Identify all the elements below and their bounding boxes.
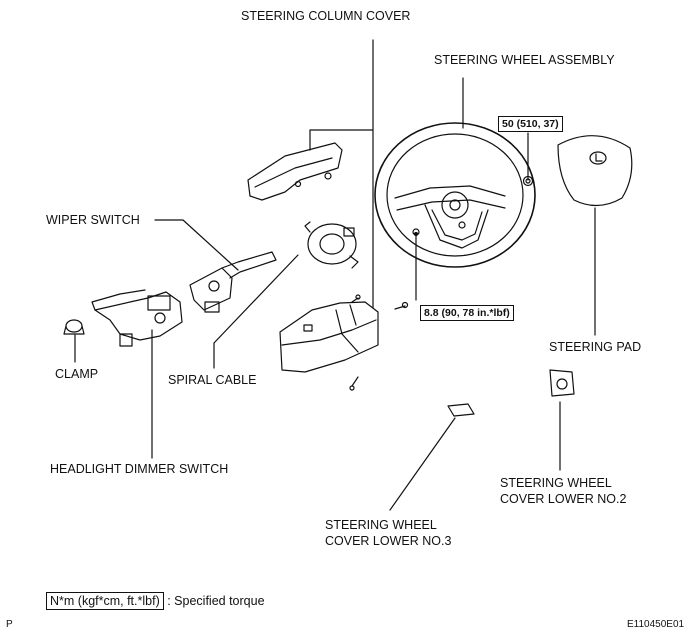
wiper-switch — [189, 251, 277, 313]
torque-box-wheel-nut: 50 (510, 37) — [498, 116, 563, 132]
label-cover-lower-no2-line2: COVER LOWER NO.2 — [500, 492, 627, 506]
torque-box-pad-screws: 8.8 (90, 78 in.*lbf) — [420, 305, 514, 321]
spiral-cable — [304, 221, 359, 269]
steering-wheel-cover-lower-no2 — [549, 369, 575, 397]
legend-unit-box: N*m (kgf*cm, ft.*lbf) — [46, 592, 164, 610]
steering-pad — [557, 135, 633, 207]
clamp — [63, 319, 85, 335]
label-cover-lower-no3-line1: STEERING WHEEL — [325, 518, 437, 532]
steering-column-lower-cover — [279, 294, 409, 391]
label-headlight-dimmer-switch: HEADLIGHT DIMMER SWITCH — [50, 462, 229, 476]
label-clamp: CLAMP — [55, 367, 99, 381]
label-steering-pad: STEERING PAD — [549, 340, 642, 354]
label-steering-wheel-assembly: STEERING WHEEL ASSEMBLY — [434, 53, 615, 67]
figure-id-code: E110450E01 — [627, 619, 685, 630]
leader-lines — [74, 39, 596, 511]
steering-wheel-cover-lower-no3 — [447, 403, 475, 417]
steering-wheel-assembly — [374, 122, 536, 268]
label-cover-lower-no2-line1: STEERING WHEEL — [500, 476, 612, 490]
label-wiper-switch: WIPER SWITCH — [46, 213, 140, 227]
legend-description: : Specified torque — [167, 594, 265, 608]
corner-mark-left: P — [6, 619, 13, 630]
headlight-dimmer-switch — [91, 289, 183, 347]
torque-legend: N*m (kgf*cm, ft.*lbf) : Specified torque — [46, 592, 265, 610]
label-cover-lower-no3-line2: COVER LOWER NO.3 — [325, 534, 452, 548]
label-spiral-cable: SPIRAL CABLE — [168, 373, 257, 387]
steering-column-upper-cover — [247, 142, 343, 201]
label-steering-column-cover: STEERING COLUMN COVER — [241, 9, 411, 23]
